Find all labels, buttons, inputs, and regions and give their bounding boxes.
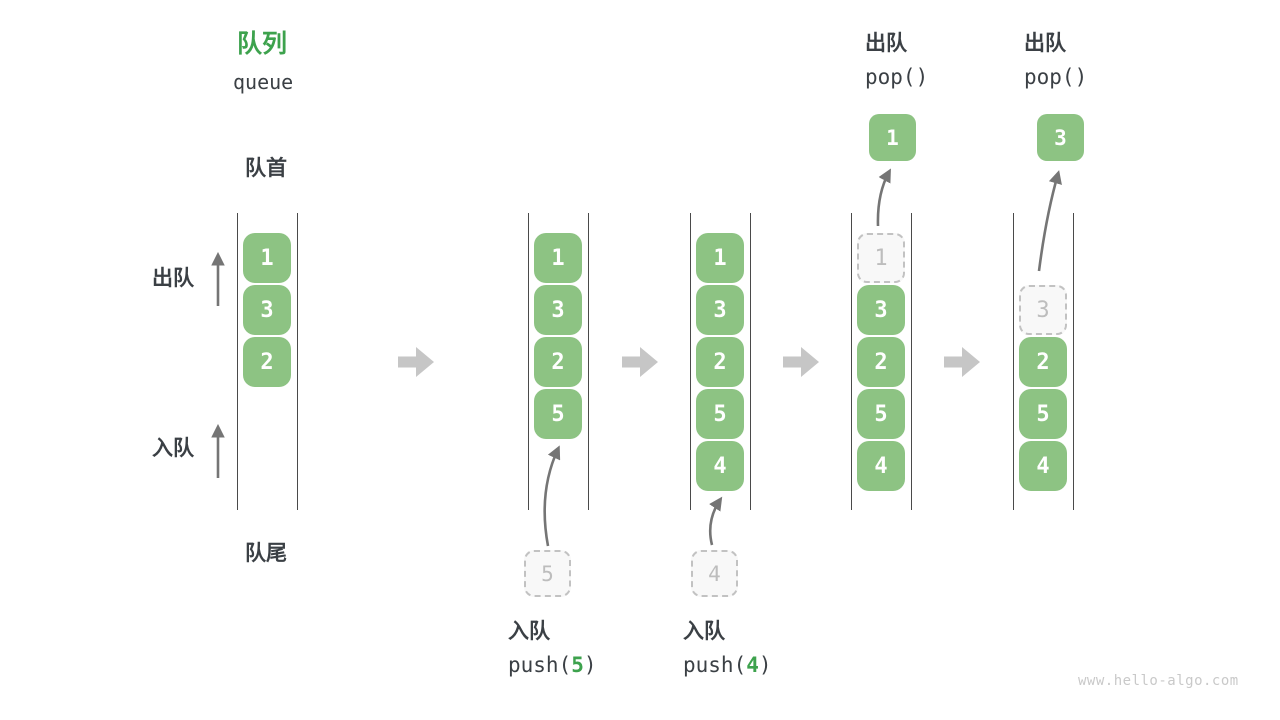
queue-cell: 4: [1019, 441, 1067, 491]
queue-cell: 1: [534, 233, 582, 283]
queue-cell: 2: [534, 337, 582, 387]
queue-cell: 2: [243, 337, 291, 387]
queue-cell: 4: [857, 441, 905, 491]
pop-3-operation: 出队 pop(): [1024, 31, 1087, 90]
code-text: ): [583, 653, 597, 677]
pop-3-label: 出队: [1024, 32, 1066, 55]
pop-1-code: pop(): [865, 65, 929, 89]
queue-cell: 5: [1019, 389, 1067, 439]
push-4-label: 入队: [683, 620, 725, 643]
flow-arrow-icon: [622, 347, 658, 377]
diagram-title-en: queue: [233, 70, 294, 94]
queue-cell: 2: [1019, 337, 1067, 387]
push-5-code: push(5): [508, 652, 597, 678]
queue-cell-dashed: 1: [857, 233, 905, 283]
code-text: push(: [683, 653, 747, 677]
popped-cell-1: 1: [869, 114, 916, 161]
dequeue-direction-label: 出队: [152, 267, 194, 290]
queue-front-label: 队首: [245, 157, 287, 180]
queue-rear-label: 队尾: [245, 542, 287, 565]
flow-arrow-icon: [398, 347, 434, 377]
popped-cell-3: 3: [1037, 114, 1084, 161]
flow-arrow-icon: [944, 347, 980, 377]
queue-cell: 5: [696, 389, 744, 439]
push-4-operation: 入队 push(4): [683, 619, 772, 678]
staged-cell-4: 4: [691, 550, 738, 597]
queue-cell: 3: [243, 285, 291, 335]
flow-arrow-icon: [783, 347, 819, 377]
diagram-title-zh: 队列: [237, 30, 288, 58]
pop-1-label: 出队: [865, 32, 907, 55]
queue-cell: 5: [534, 389, 582, 439]
staged-cell-5: 5: [524, 550, 571, 597]
queue-cell: 3: [534, 285, 582, 335]
queue-cell: 5: [857, 389, 905, 439]
watermark: www.hello-algo.com: [1078, 673, 1239, 689]
code-text: ): [758, 653, 772, 677]
queue-cell: 1: [696, 233, 744, 283]
code-arg: 5: [571, 653, 584, 677]
queue-cell: 3: [857, 285, 905, 335]
push-4-code: push(4): [683, 652, 772, 678]
queue-cell: 2: [857, 337, 905, 387]
queue-cell: 1: [243, 233, 291, 283]
queue-cell: 3: [696, 285, 744, 335]
push-5-label: 入队: [508, 620, 550, 643]
code-arg: 4: [746, 653, 759, 677]
push-5-operation: 入队 push(5): [508, 619, 597, 678]
queue-cell: 4: [696, 441, 744, 491]
pop-3-code: pop(): [1024, 65, 1088, 89]
pop-1-operation: 出队 pop(): [865, 31, 928, 90]
queue-cell-dashed: 3: [1019, 285, 1067, 335]
code-text: push(: [508, 653, 572, 677]
enqueue-direction-label: 入队: [152, 437, 194, 460]
queue-cell: 2: [696, 337, 744, 387]
